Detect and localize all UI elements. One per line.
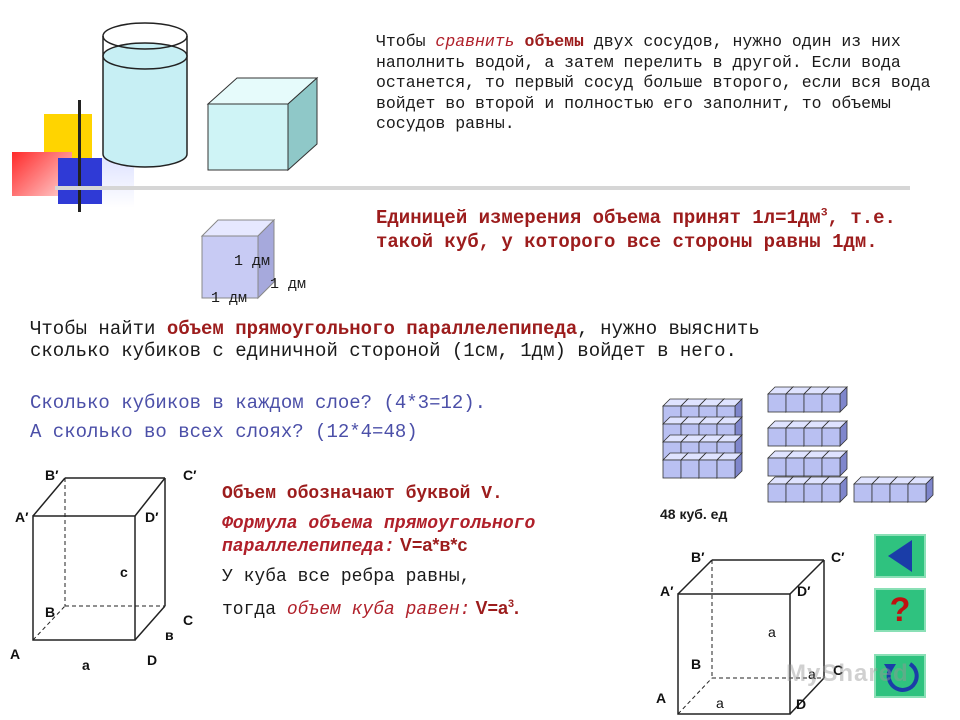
help-button[interactable]: ? — [874, 588, 926, 632]
intro-paragraph: Чтобы сравнить объемы двух сосудов, нужн… — [376, 32, 936, 135]
intro-text-2: двух сосудов, нужно один из них наполнит… — [376, 32, 931, 133]
box1-label-B: B — [45, 604, 56, 620]
cube-label-front: 1 дм — [234, 253, 271, 270]
box1-label-c: c — [120, 564, 128, 580]
volume-formula: Формула объема прямоугольного параллелеп… — [222, 514, 536, 557]
cube-edges-text: У куба все ребра равны, — [222, 567, 471, 587]
header-rule — [55, 186, 910, 190]
vessels-illustration — [102, 22, 319, 172]
intro-text-1: Чтобы — [376, 32, 436, 51]
method-paragraph: Чтобы найти объем прямоугольного паралле… — [30, 318, 760, 362]
box2-label-D: D — [796, 696, 807, 712]
cube-volume-text: тогда объем куба равен: V=а3. — [222, 598, 520, 620]
unit-cube-cell — [907, 476, 934, 503]
back-button[interactable] — [874, 534, 926, 578]
box2-label-A1: A′ — [660, 583, 674, 599]
question-mark-icon: ? — [889, 591, 911, 629]
box2-label-a3: a — [716, 695, 724, 711]
method-em: объем прямоугольного параллелепипеда — [166, 318, 578, 340]
unit-cube — [200, 218, 276, 300]
box2-label-D1: D′ — [797, 583, 811, 599]
unit-cube-cell — [821, 450, 848, 477]
cube-grids — [662, 386, 934, 503]
unit-cube-cell — [716, 452, 743, 479]
question-layer: Сколько кубиков в каждом слое? (4*3=12). — [30, 392, 487, 414]
cube-diagram — [677, 559, 825, 715]
watermark: MyShared — [786, 660, 909, 687]
return-button[interactable] — [874, 654, 926, 698]
parallelepiped-diagram — [32, 477, 166, 641]
box2-label-a2: a — [808, 666, 816, 682]
box2-label-a1: a — [768, 624, 776, 640]
box1-label-B1: B′ — [45, 467, 59, 483]
cubes-caption: 48 куб. ед — [660, 506, 728, 522]
box2-label-B: B — [691, 656, 702, 672]
intro-em-compare: сравнить — [435, 32, 515, 51]
box1-label-v: в — [165, 627, 174, 643]
cube-label-side: 1 дм — [270, 276, 307, 293]
box2-label-C: C — [833, 662, 844, 678]
box1-label-D: D — [147, 652, 158, 668]
unit-cube-cell — [821, 476, 848, 503]
box1-label-A1: A′ — [15, 509, 29, 525]
unit-cube-cell — [821, 386, 848, 413]
unit-cube-cell — [821, 420, 848, 447]
box2-label-A: A — [656, 690, 667, 706]
box1-label-C1: C′ — [183, 467, 197, 483]
volume-symbol-text: Объем обозначают буквой V. — [222, 484, 503, 504]
unit-definition: Единицей измерения объема принят 1л=1дм3… — [376, 207, 896, 253]
box2-label-C1: C′ — [831, 549, 845, 565]
return-arrow-icon — [884, 662, 919, 692]
cube-label-bottom: 1 дм — [211, 290, 248, 307]
triangle-left-icon — [888, 540, 912, 572]
box1-label-a: a — [82, 657, 90, 673]
intro-em-volumes: объемы — [524, 32, 584, 51]
box2-label-B1: B′ — [691, 549, 705, 565]
box1-label-A: A — [10, 646, 21, 662]
box1-label-C: C — [183, 612, 194, 628]
question-all-layers: А сколько во всех слоях? (12*4=48) — [30, 421, 418, 443]
box1-label-D1: D′ — [145, 509, 159, 525]
